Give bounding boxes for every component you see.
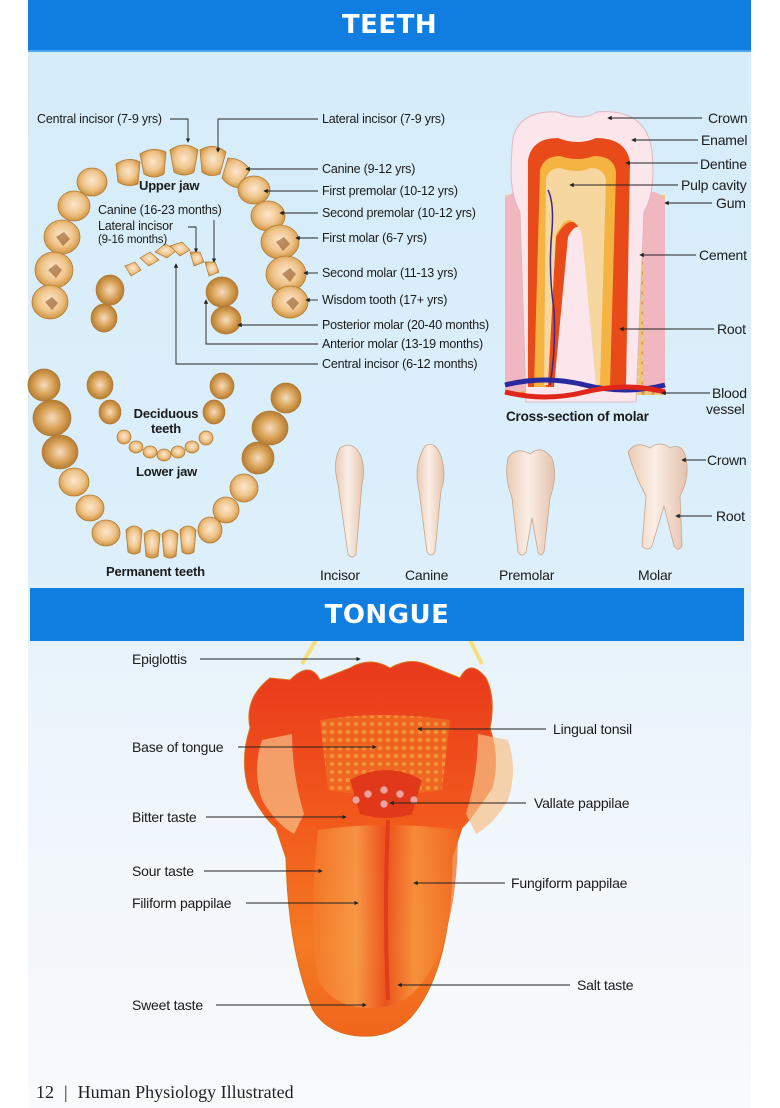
label-molar-gum: Gum xyxy=(716,195,746,211)
label-molar-vessel: vessel xyxy=(706,401,745,417)
lower-deciduous-arch xyxy=(86,370,235,462)
label-molar-crown: Crown xyxy=(708,110,748,126)
label-incisor: Incisor xyxy=(320,567,360,583)
label-deciduous-teeth: Deciduous teeth xyxy=(133,406,199,436)
page-number: 12 xyxy=(36,1082,54,1102)
label-canine-permanent: Canine (9-12 yrs) xyxy=(322,162,416,176)
label-central-incisor-deciduous: Central incisor (6-12 months) xyxy=(322,357,478,371)
tongue-title: TONGUE xyxy=(324,599,450,630)
label-first-premolar: First premolar (10-12 yrs) xyxy=(322,184,458,198)
label-wisdom-tooth: Wisdom tooth (17+ yrs) xyxy=(322,293,448,307)
book-title: Human Physiology Illustrated xyxy=(77,1082,294,1102)
label-sweet-taste: Sweet taste xyxy=(132,997,203,1013)
label-lateral-incisor-deciduous-age: (9-16 months) xyxy=(98,234,167,246)
footer-separator: | xyxy=(64,1082,68,1102)
label-lingual-tonsil: Lingual tonsil xyxy=(553,721,632,737)
label-epiglottis: Epiglottis xyxy=(132,651,187,667)
label-second-premolar: Second premolar (10-12 yrs) xyxy=(322,206,476,220)
label-fungiform-pappilae: Fungiform pappilae xyxy=(511,875,628,891)
label-salt-taste: Salt taste xyxy=(577,977,634,993)
label-lateral-incisor-deciduous: Lateral incisor xyxy=(98,219,173,233)
label-molar-pulp-cavity: Pulp cavity xyxy=(681,177,747,193)
label-lateral-incisor-permanent: Lateral incisor (7-9 yrs) xyxy=(322,112,445,126)
label-second-molar: Second molar (11-13 yrs) xyxy=(322,266,458,280)
label-filiform-pappilae: Filiform pappilae xyxy=(132,895,232,911)
label-cross-section-caption: Cross-section of molar xyxy=(506,409,649,424)
label-premolar: Premolar xyxy=(499,567,555,583)
label-tooth-root: Root xyxy=(716,508,745,524)
page-footer: 12 | Human Physiology Illustrated xyxy=(36,1082,294,1103)
lower-permanent-arch xyxy=(27,368,302,559)
molar-type-leader-lines xyxy=(675,457,712,519)
label-bitter-taste: Bitter taste xyxy=(132,809,197,825)
label-anterior-molar: Anterior molar (13-19 months) xyxy=(322,337,483,351)
teeth-title: TEETH xyxy=(341,10,438,40)
label-vallate-pappilae: Vallate pappilae xyxy=(534,795,630,811)
label-molar-enamel: Enamel xyxy=(701,132,748,148)
molar-leader-lines xyxy=(569,115,714,396)
label-canine: Canine xyxy=(405,567,449,583)
tongue-leader-lines xyxy=(200,656,570,1008)
upper-deciduous-arch xyxy=(90,241,242,335)
label-molar-blood: Blood xyxy=(712,385,747,401)
molar-cross-section xyxy=(504,111,666,403)
label-sour-taste: Sour taste xyxy=(132,863,194,879)
label-upper-jaw: Upper jaw xyxy=(139,178,200,193)
label-molar-root: Root xyxy=(717,321,746,337)
teeth-section-header: TEETH xyxy=(28,0,751,52)
label-molar-dentine: Dentine xyxy=(700,156,747,172)
arch-leader-lines xyxy=(170,118,318,365)
label-first-molar: First molar (6-7 yrs) xyxy=(322,231,427,245)
label-lower-jaw: Lower jaw xyxy=(136,464,198,479)
label-molar-cement: Cement xyxy=(699,247,747,263)
tongue-illustration xyxy=(244,638,513,1037)
label-canine-deciduous: Canine (16-23 months) xyxy=(98,203,222,217)
label-molar: Molar xyxy=(638,567,673,583)
label-base-of-tongue: Base of tongue xyxy=(132,739,224,755)
tongue-section-header: TONGUE xyxy=(30,588,744,641)
label-posterior-molar: Posterior molar (20-40 months) xyxy=(322,318,489,332)
label-central-incisor-permanent: Central incisor (7-9 yrs) xyxy=(37,112,162,126)
label-tooth-crown: Crown xyxy=(707,452,747,468)
label-permanent-teeth: Permanent teeth xyxy=(106,564,205,579)
upper-permanent-arch xyxy=(31,144,309,320)
tooth-type-illustrations xyxy=(335,443,688,558)
